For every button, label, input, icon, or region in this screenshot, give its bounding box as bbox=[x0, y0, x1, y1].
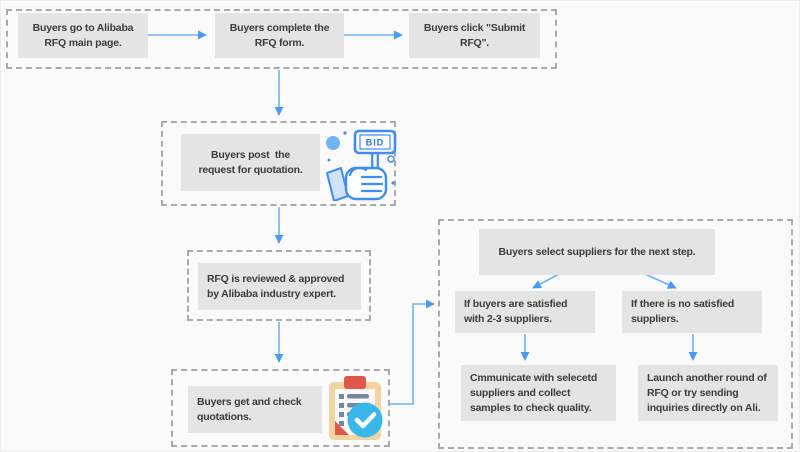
clipboard-check-icon bbox=[329, 376, 383, 440]
node-review: RFQ is reviewed & approved by Alibaba in… bbox=[198, 263, 361, 310]
node-post-request-label: Buyers post the request for quotation. bbox=[198, 148, 303, 176]
clipboard-clip bbox=[344, 376, 366, 389]
node-check-quotations: Buyers get and check quotations. bbox=[188, 386, 322, 433]
group-check-quotations bbox=[171, 369, 390, 447]
node-step1-label: Buyers go to Alibaba RFQ main page. bbox=[32, 21, 134, 49]
connector-check-to-select bbox=[390, 299, 435, 405]
node-no-satisfied-label: If there is no satisfied suppliers. bbox=[631, 298, 735, 325]
node-no-satisfied: If there is no satisfied suppliers. bbox=[622, 291, 762, 333]
node-communicate-label: Cmmunicate with selecetd suppliers and c… bbox=[470, 371, 598, 414]
group-top-row bbox=[6, 9, 557, 69]
group-review bbox=[187, 250, 371, 321]
bid-sign-text: BID bbox=[366, 138, 385, 148]
node-launch-another-label: Launch another round of RFQ or try sendi… bbox=[647, 371, 767, 414]
group-supplier-selection bbox=[438, 219, 793, 449]
node-step3: Buyers click "Submit RFQ". bbox=[409, 13, 540, 58]
node-check-quotations-label: Buyers get and check quotations. bbox=[197, 395, 302, 423]
check-mark bbox=[354, 412, 377, 429]
group-post-request bbox=[161, 121, 396, 206]
node-select-suppliers: Buyers select suppliers for the next ste… bbox=[479, 229, 715, 275]
node-select-suppliers-label: Buyers select suppliers for the next ste… bbox=[498, 245, 696, 258]
node-step2-label: Buyers complete the RFQ form. bbox=[229, 21, 330, 49]
paper-folded-corner bbox=[335, 421, 349, 435]
bid-sign-board bbox=[353, 129, 397, 155]
node-post-request: Buyers post the request for quotation. bbox=[181, 134, 320, 191]
node-step3-label: Buyers click "Submit RFQ". bbox=[423, 21, 526, 49]
node-review-label: RFQ is reviewed & approved by Alibaba in… bbox=[207, 272, 345, 300]
node-launch-another: Launch another round of RFQ or try sendi… bbox=[638, 365, 778, 421]
hand-fingers bbox=[348, 166, 384, 193]
node-step1: Buyers go to Alibaba RFQ main page. bbox=[18, 13, 148, 58]
node-step2: Buyers complete the RFQ form. bbox=[215, 13, 344, 58]
bid-deco-circle bbox=[326, 136, 340, 150]
node-satisfied: If buyers are satisfied with 2-3 supplie… bbox=[455, 291, 595, 333]
check-circle bbox=[347, 402, 383, 438]
node-communicate: Cmmunicate with selecetd suppliers and c… bbox=[461, 365, 616, 421]
node-satisfied-label: If buyers are satisfied with 2-3 supplie… bbox=[464, 298, 568, 325]
bid-hand-icon: BID bbox=[326, 129, 397, 201]
